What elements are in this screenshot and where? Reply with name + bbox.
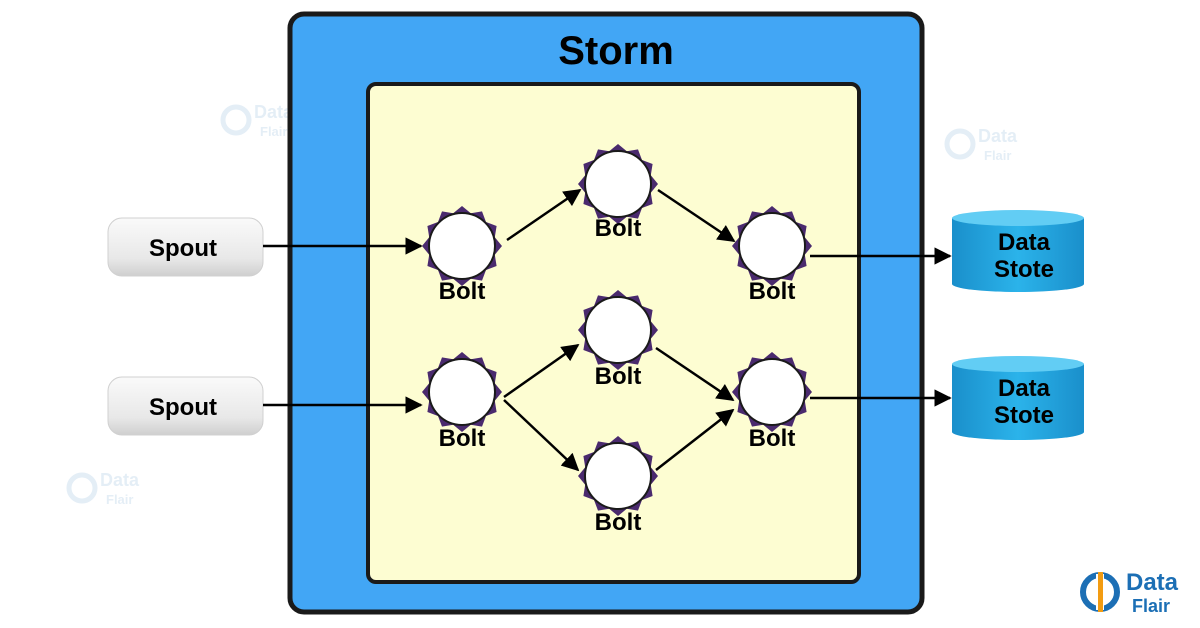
- bolt-node: Bolt: [578, 290, 658, 390]
- bolt-node: Bolt: [578, 144, 658, 242]
- data-store-1: Data Stote: [952, 210, 1084, 292]
- bolt-node: Bolt: [732, 352, 812, 452]
- spout-2: Spout: [107, 376, 264, 436]
- arrow-bolt4-bolt5: [503, 343, 580, 399]
- data-store-label-line1: Data: [998, 229, 1051, 256]
- bolt-circle: [584, 150, 652, 218]
- bolt-label: Bolt: [749, 425, 796, 452]
- svg-text:Flair: Flair: [984, 148, 1011, 163]
- storm-title: Storm: [558, 29, 674, 73]
- bolt-circle: [738, 358, 806, 426]
- bolt-node: Bolt: [422, 352, 502, 452]
- arrow-bolt6-bolt7: [655, 408, 735, 471]
- dataflair-logo: Data Flair: [1080, 569, 1179, 616]
- bolt-label: Bolt: [595, 363, 642, 390]
- spout-label: Spout: [149, 235, 217, 262]
- bolt-circle: [428, 358, 496, 426]
- data-store-label-line1: Data: [998, 375, 1051, 402]
- bolt-label: Bolt: [439, 278, 486, 305]
- bolt-node: Bolt: [578, 436, 658, 536]
- bolt-label: Bolt: [749, 278, 796, 305]
- bolt-label: Bolt: [439, 425, 486, 452]
- bolt-node: Bolt: [732, 206, 812, 305]
- spout-label: Spout: [149, 394, 217, 421]
- bolt-circle: [738, 212, 806, 280]
- arrow-bolt4-bolt6: [503, 399, 580, 472]
- svg-text:Data: Data: [100, 470, 140, 490]
- svg-text:Data: Data: [978, 126, 1018, 146]
- arrow-bolt5-bolt7: [655, 346, 735, 402]
- bolt-circle: [584, 296, 652, 364]
- data-store-label-line2: Stote: [994, 402, 1054, 429]
- flow-arrows: [263, 188, 952, 472]
- bolt-circle: [428, 212, 496, 280]
- arrow-bolt2-bolt3: [657, 188, 736, 243]
- data-store-label-line2: Stote: [994, 256, 1054, 283]
- svg-text:Data: Data: [254, 102, 294, 122]
- brand-line1: Data: [1126, 569, 1179, 596]
- spout-1: Spout: [107, 217, 264, 277]
- svg-text:Flair: Flair: [106, 492, 133, 507]
- brand-line2: Flair: [1132, 596, 1170, 616]
- bolt-node: Bolt: [422, 206, 502, 305]
- bolt-label: Bolt: [595, 509, 642, 536]
- arrow-bolt1-bolt2: [506, 188, 582, 242]
- bolt-circle: [584, 442, 652, 510]
- data-store-2: Data Stote: [952, 356, 1084, 440]
- bolt-label: Bolt: [595, 215, 642, 242]
- svg-text:Flair: Flair: [260, 124, 287, 139]
